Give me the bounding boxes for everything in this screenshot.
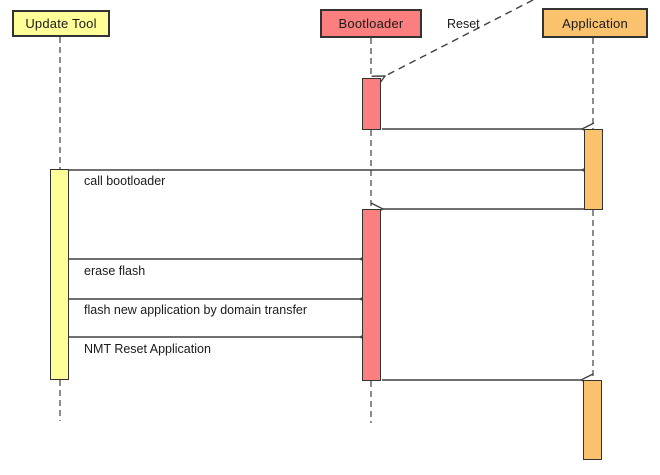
participant-update-tool: Update Tool [12, 10, 110, 37]
arrow-reset [385, 0, 534, 76]
activation-bar-application-1 [584, 129, 603, 210]
message-label-erase-flash: erase flash [84, 264, 146, 278]
activation-bar-bootloader-2 [362, 209, 381, 381]
message-label-call-bootloader: call bootloader [84, 174, 166, 188]
participant-update-tool-label: Update Tool [25, 16, 97, 31]
activation-bar-update-tool [50, 169, 69, 380]
participant-bootloader: Bootloader [320, 9, 422, 38]
participant-application-label: Application [562, 15, 628, 31]
participant-application: Application [542, 8, 648, 38]
message-label-flash-new-application: flash new application by domain transfer [84, 303, 308, 317]
activation-bar-application-2 [583, 380, 602, 460]
participant-bootloader-label: Bootloader [338, 16, 404, 31]
activation-bar-bootloader-1 [362, 78, 381, 130]
message-label-nmt-reset-application: NMT Reset Application [84, 342, 211, 356]
message-label-reset: Reset [447, 17, 480, 31]
